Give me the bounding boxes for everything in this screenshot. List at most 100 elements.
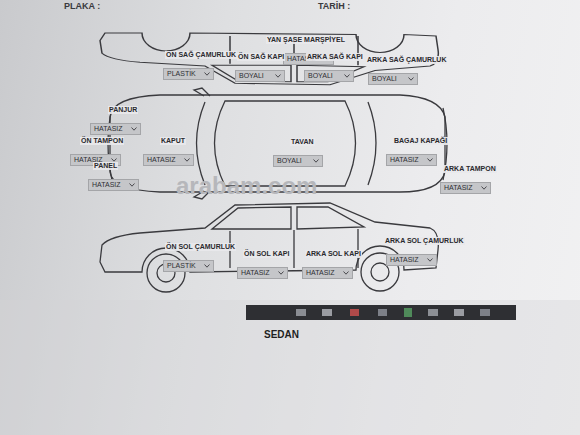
part-name: ÖN SAĞ ÇAMURLUK (165, 51, 237, 59)
car-window (212, 65, 291, 82)
part-name: TAVAN (290, 138, 315, 146)
part-field: TAVANBOYALI (290, 130, 323, 167)
part-name: ÖN SAĞ KAPI (237, 53, 285, 61)
dropdown-chevron (408, 77, 414, 81)
status-value: BOYALI (372, 75, 397, 83)
part-name: ÖN SOL KAPI (243, 250, 290, 258)
part-field: ARKA TAMPON HATASIZ (443, 157, 497, 194)
status-value: HATASIZ (147, 156, 176, 164)
status-value: HATASIZ (241, 269, 270, 277)
icon (378, 309, 387, 316)
icon (428, 309, 438, 316)
part-name: ARKA SAĞ KAPI (306, 53, 364, 61)
part-field: ARKA SOL ÇAMURLUK HATASIZ (384, 229, 465, 266)
dropdown-chevron (344, 74, 350, 78)
status-value: HATASIZ (306, 269, 335, 277)
chevron-path (112, 159, 117, 162)
part-field: ARKA SOL KAPI HATASIZ (305, 242, 362, 279)
taskbar (246, 305, 516, 320)
status-dropdown: HATASIZ (90, 123, 141, 135)
status-dropdown: HATASIZ (237, 267, 288, 279)
dropdown-chevron (204, 72, 210, 76)
status-value: BOYALI (277, 157, 302, 165)
status-dropdown: HATASIZ (88, 179, 139, 191)
rear-window (368, 102, 376, 185)
status-dropdown: BOYALI (273, 155, 323, 167)
dropdown-chevron (184, 158, 190, 162)
icon (296, 309, 306, 316)
chevron-path (130, 184, 135, 187)
chevron-path (205, 73, 210, 76)
taskbar-bg (246, 305, 516, 320)
part-name: ÖN SOL ÇAMURLUK (165, 243, 236, 251)
part-name: ARKA SOL KAPI (305, 250, 362, 258)
chevron-path (132, 128, 137, 131)
header-field: PLAKA : (64, 1, 100, 11)
part-field: ARKA SAĞ KAPI BOYALI (306, 45, 364, 82)
dropdown-chevron (343, 271, 349, 275)
part-name: BAGAJ KAPAĞI (393, 137, 448, 145)
watermark: arabam.com (176, 172, 317, 200)
part-field: PANJURHATASIZ (108, 98, 141, 135)
part-name: ARKA SAĞ ÇAMURLUK (366, 56, 447, 64)
part-name: YAN ŞASE MARŞPİYEL (266, 36, 346, 44)
part-field: KAPUTHATASIZ (160, 129, 194, 166)
chevron-path (205, 265, 210, 268)
body-type: SEDAN (264, 329, 299, 340)
part-name: PANJUR (108, 106, 138, 114)
chevron-path (345, 75, 350, 78)
part-name: ARKA TAMPON (443, 165, 497, 173)
chevron-path (409, 78, 414, 81)
icon (480, 309, 490, 316)
status-dropdown: HATASIZ (386, 154, 437, 166)
status-dropdown: HATASIZ (440, 182, 491, 194)
dropdown-chevron (204, 264, 210, 268)
chevron-path (482, 187, 487, 190)
status-value: PLASTİK (167, 70, 196, 78)
dropdown-chevron (427, 258, 433, 262)
part-field: ÖN SOL ÇAMURLUK PLASTİK (165, 235, 236, 272)
status-value: BOYALI (239, 72, 264, 80)
dropdown-chevron (275, 74, 281, 78)
dropdown-chevron (313, 159, 319, 163)
status-dropdown: BOYALI (368, 73, 418, 85)
status-value: HATASIZ (92, 181, 121, 189)
part-field: ARKA SAĞ ÇAMURLUK BOYALI (366, 48, 447, 85)
chevron-path (279, 272, 284, 275)
part-field: BAGAJ KAPAĞI HATASIZ (393, 129, 448, 166)
part-name: PANEL (93, 162, 118, 170)
paper-shade (0, 300, 580, 435)
car-window (212, 207, 291, 229)
part-field: ÖN SOL KAPI HATASIZ (243, 242, 290, 279)
chevron-path (428, 259, 433, 262)
door-line (230, 229, 358, 268)
status-value: HATASIZ (390, 156, 419, 164)
status-dropdown: BOYALI (304, 70, 354, 82)
status-dropdown: HATASIZ (143, 154, 194, 166)
dropdown-chevron (131, 127, 137, 131)
icon (454, 309, 464, 316)
paper-shadow (0, 300, 580, 435)
status-value: HATASIZ (94, 125, 123, 133)
dropdown-chevron (481, 186, 487, 190)
icon (350, 309, 359, 316)
part-name: ARKA SOL ÇAMURLUK (384, 237, 465, 245)
chevron-path (344, 272, 349, 275)
part-field: PANEL HATASIZ (93, 154, 139, 191)
status-dropdown: HATASIZ (386, 254, 437, 266)
chevron-path (428, 159, 433, 162)
status-dropdown: PLASTİK (163, 260, 214, 272)
part-name: KAPUT (160, 137, 186, 145)
status-dropdown: PLASTİK (163, 68, 214, 80)
status-value: PLASTİK (167, 262, 196, 270)
header-field: TARİH : (318, 1, 350, 11)
icon (404, 308, 412, 317)
status-value: HATASIZ (390, 256, 419, 264)
part-name: ÖN TAMPON (80, 137, 124, 145)
part-field: ÖN SAĞ KAPI BOYALI (237, 45, 285, 82)
car-window (297, 65, 364, 82)
status-value: HATASIZ (444, 184, 473, 192)
dropdown-chevron (129, 183, 135, 187)
